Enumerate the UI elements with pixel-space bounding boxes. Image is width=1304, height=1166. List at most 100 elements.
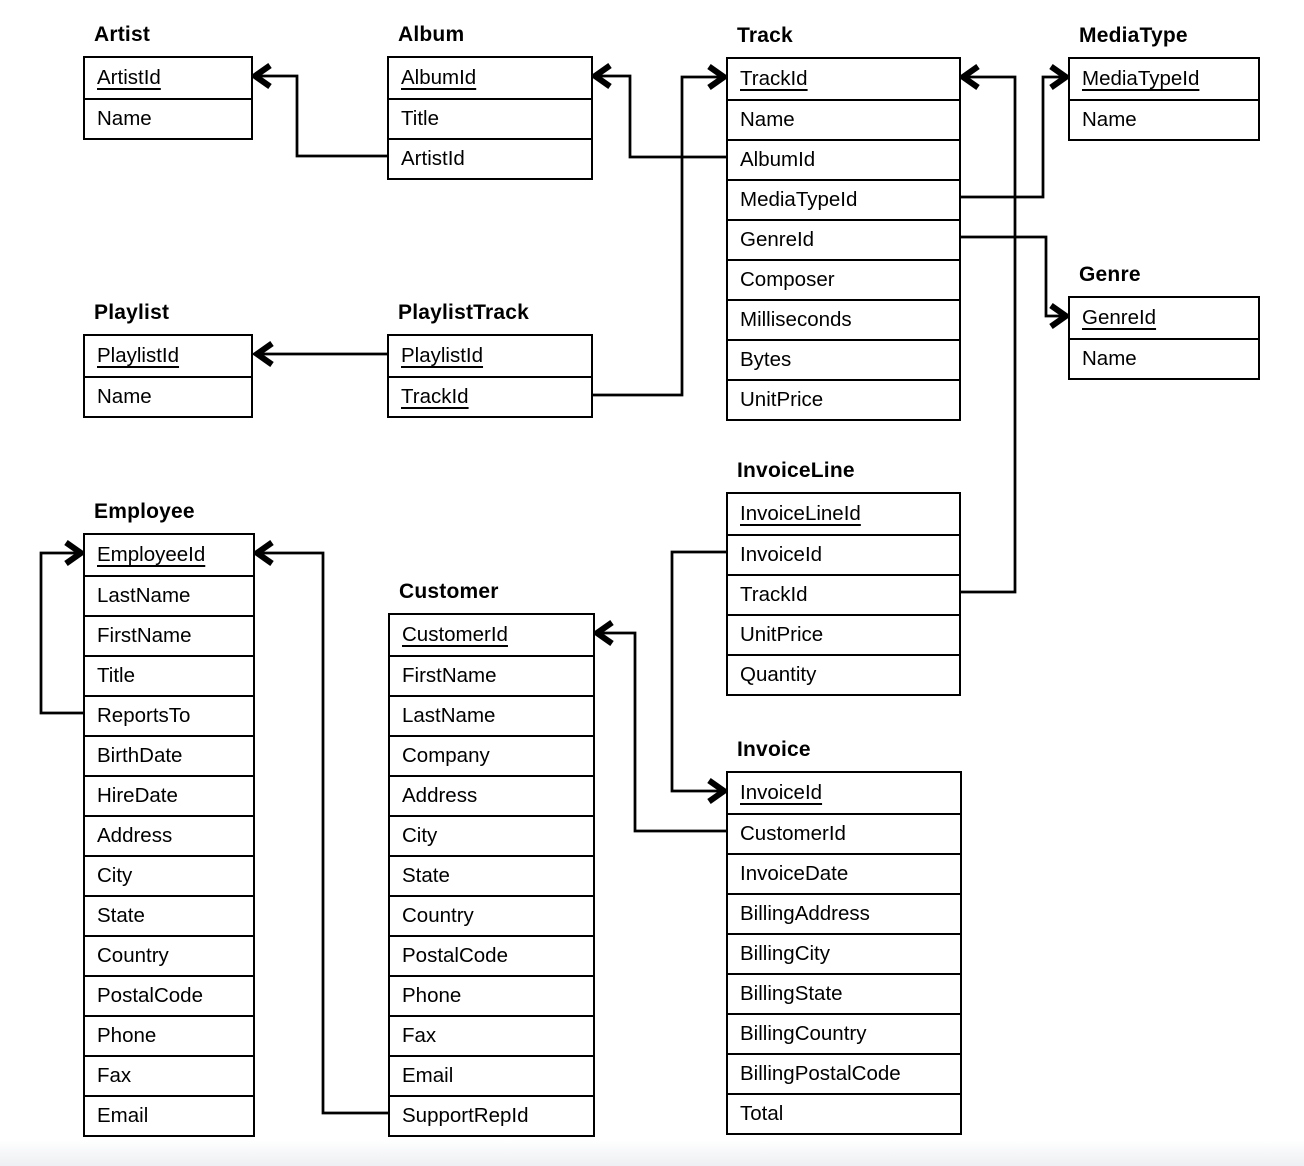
- column-customer-phone: Phone: [390, 975, 593, 1015]
- column-label: Name: [1082, 347, 1137, 370]
- column-label: City: [402, 824, 438, 847]
- column-invoice-billingaddress: BillingAddress: [728, 893, 960, 933]
- column-label: Composer: [740, 268, 835, 291]
- column-label: UnitPrice: [740, 388, 824, 411]
- column-customer-city: City: [390, 815, 593, 855]
- column-label: FirstName: [97, 624, 192, 647]
- column-label: GenreId: [1082, 306, 1157, 329]
- column-label: Title: [97, 664, 135, 687]
- table-title-employee: Employee: [94, 500, 195, 523]
- column-label: BillingCity: [740, 942, 830, 965]
- column-label: BirthDate: [97, 744, 183, 767]
- table-title-invoice: Invoice: [737, 738, 811, 761]
- column-track-unitprice: UnitPrice: [728, 379, 959, 419]
- relationship-track-genreid-to-genre-genreid: [961, 235, 1066, 316]
- column-customer-fax: Fax: [390, 1015, 593, 1055]
- column-label: Address: [402, 784, 478, 807]
- table-title-album: Album: [398, 23, 465, 46]
- table-title-artist: Artist: [94, 23, 151, 46]
- column-label: PlaylistId: [401, 344, 484, 367]
- column-employee-birthdate: BirthDate: [85, 735, 253, 775]
- column-invoiceline-invoicelineid: InvoiceLineId: [728, 494, 959, 534]
- relationship-customer-supportrepid-to-employee-employeeid: [257, 553, 388, 1115]
- relationship-invoice-customerid-to-customer-customerid: [597, 633, 726, 833]
- column-label: Phone: [402, 984, 462, 1007]
- column-employee-lastname: LastName: [85, 575, 253, 615]
- column-mediatype-mediatypeid: MediaTypeId: [1070, 59, 1258, 99]
- relationship-playlisttrack-trackid-to-track-trackid: [593, 77, 724, 397]
- column-label: Title: [401, 107, 439, 130]
- column-label: InvoiceDate: [740, 862, 849, 885]
- column-employee-firstname: FirstName: [85, 615, 253, 655]
- column-employee-fax: Fax: [85, 1055, 253, 1095]
- column-label: Name: [97, 107, 152, 130]
- column-playlisttrack-playlistid: PlaylistId: [389, 336, 591, 376]
- column-invoice-billingcity: BillingCity: [728, 933, 960, 973]
- column-label: MediaTypeId: [740, 188, 858, 211]
- column-employee-city: City: [85, 855, 253, 895]
- column-employee-employeeid: EmployeeId: [85, 535, 253, 575]
- column-label: City: [97, 864, 133, 887]
- table-title-mediatype: MediaType: [1079, 24, 1188, 47]
- column-customer-address: Address: [390, 775, 593, 815]
- column-label: FirstName: [402, 664, 497, 687]
- column-mediatype-name: Name: [1070, 99, 1258, 139]
- column-track-name: Name: [728, 99, 959, 139]
- relationship-track-albumid-to-album-albumid: [595, 76, 726, 159]
- column-label: CustomerId: [402, 623, 508, 646]
- column-customer-company: Company: [390, 735, 593, 775]
- column-invoice-billingcountry: BillingCountry: [728, 1013, 960, 1053]
- column-label: Quantity: [740, 663, 817, 686]
- column-genre-genreid: GenreId: [1070, 298, 1258, 338]
- table-title-customer: Customer: [399, 580, 499, 603]
- column-invoiceline-invoiceid: InvoiceId: [728, 534, 959, 574]
- column-customer-email: Email: [390, 1055, 593, 1095]
- column-label: Name: [1082, 108, 1137, 131]
- table-title-genre: Genre: [1079, 263, 1141, 286]
- column-label: SupportRepId: [402, 1104, 529, 1127]
- column-invoice-total: Total: [728, 1093, 960, 1133]
- column-label: TrackId: [740, 67, 808, 90]
- column-employee-phone: Phone: [85, 1015, 253, 1055]
- column-genre-name: Name: [1070, 338, 1258, 378]
- column-customer-state: State: [390, 855, 593, 895]
- column-label: InvoiceId: [740, 781, 823, 804]
- table-title-invoiceline: InvoiceLine: [737, 459, 855, 482]
- column-customer-lastname: LastName: [390, 695, 593, 735]
- column-label: MediaTypeId: [1082, 67, 1200, 90]
- column-label: AlbumId: [401, 66, 477, 89]
- column-label: HireDate: [97, 784, 178, 807]
- column-label: Name: [97, 385, 152, 408]
- relationship-invoiceline-invoiceid-to-invoice-invoiceid: [670, 550, 726, 791]
- column-invoiceline-trackid: TrackId: [728, 574, 959, 614]
- column-label: LastName: [97, 584, 191, 607]
- table-title-track: Track: [737, 24, 793, 47]
- column-label: PostalCode: [97, 984, 203, 1007]
- column-label: ArtistId: [97, 66, 161, 89]
- column-label: InvoiceLineId: [740, 502, 861, 525]
- column-label: Bytes: [740, 348, 792, 371]
- column-label: CustomerId: [740, 822, 846, 845]
- column-artist-artistid: ArtistId: [85, 58, 251, 98]
- column-label: GenreId: [740, 228, 815, 251]
- relationship-invoiceline-trackid-to-track-trackid: [961, 77, 1017, 594]
- column-track-albumid: AlbumId: [728, 139, 959, 179]
- column-label: UnitPrice: [740, 623, 824, 646]
- relationship-album-artistid-to-artist-artistid: [255, 76, 387, 158]
- column-label: LastName: [402, 704, 496, 727]
- column-label: TrackId: [740, 583, 808, 606]
- column-label: State: [402, 864, 450, 887]
- column-label: Address: [97, 824, 173, 847]
- column-track-genreid: GenreId: [728, 219, 959, 259]
- column-customer-firstname: FirstName: [390, 655, 593, 695]
